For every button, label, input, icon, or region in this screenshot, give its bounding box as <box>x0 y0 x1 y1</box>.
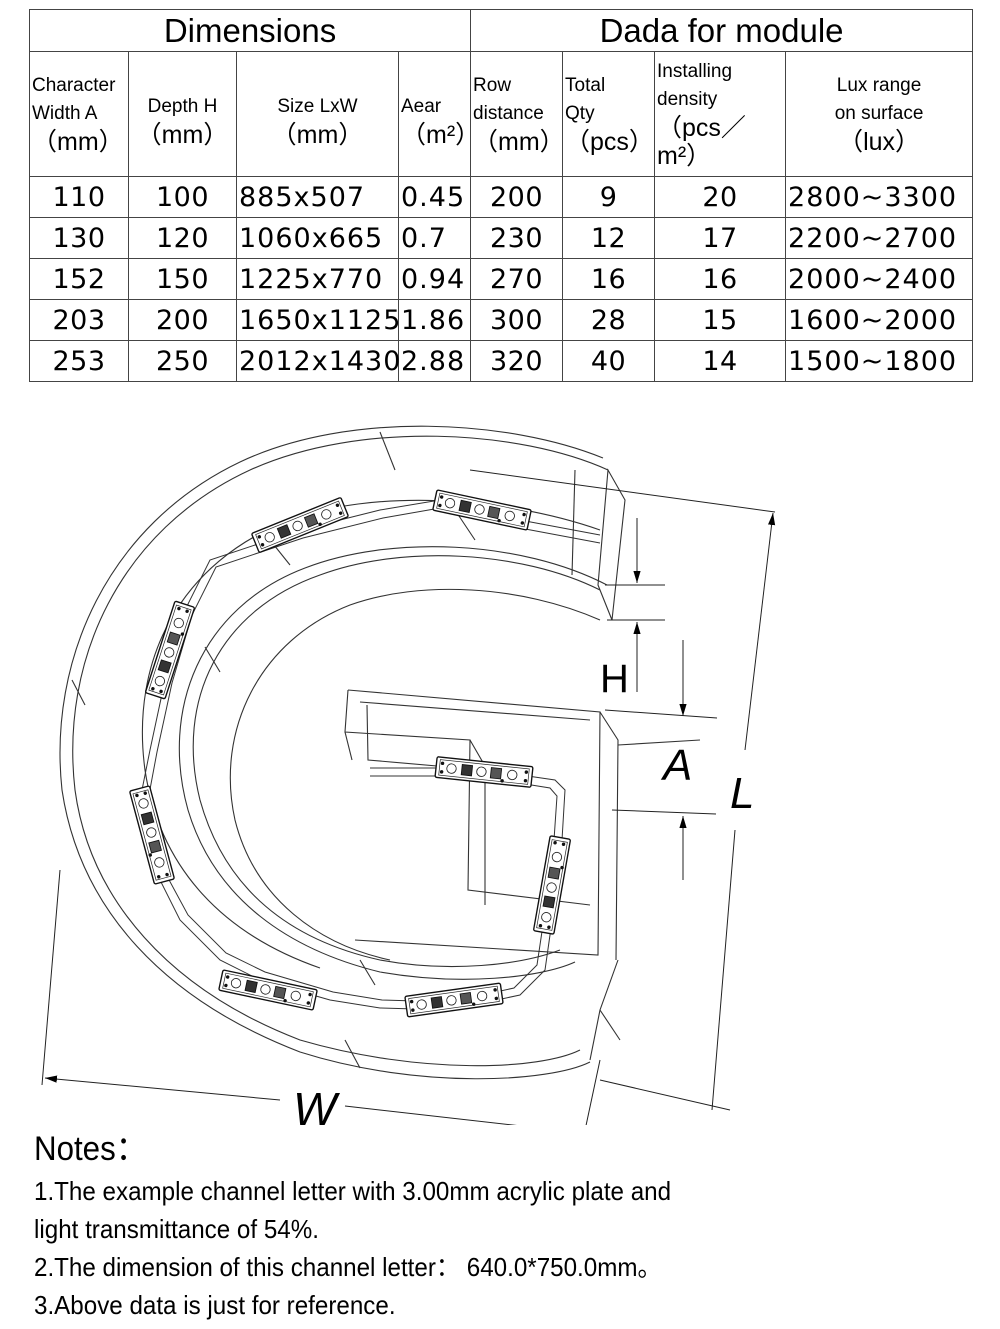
cell-depth: 120 <box>128 217 237 259</box>
cell-row-distance: 230 <box>470 217 564 259</box>
note-line: light transmittance of 54%. <box>34 1214 319 1244</box>
column-header-depth: Depth H （mm） <box>128 51 237 177</box>
group-header-module: Dada for module <box>470 9 974 52</box>
led-module <box>250 496 350 554</box>
cell-character-width: 253 <box>29 340 129 382</box>
table-row: 253 250 2012x1430 2.88 320 40 14 1500~18… <box>29 340 974 382</box>
dimension-label-w: W <box>293 1083 341 1125</box>
led-module <box>218 969 318 1011</box>
dimension-label-l: L <box>730 769 754 818</box>
table-row: 110 100 885x507 0.45 200 9 20 2800~3300 <box>29 176 974 218</box>
cell-total-qty: 12 <box>562 217 656 259</box>
led-module <box>144 600 196 700</box>
cell-depth: 250 <box>128 340 237 382</box>
led-module <box>404 982 504 1018</box>
wire-path <box>139 499 601 1011</box>
cell-size: 1650x1125 <box>236 299 400 341</box>
cell-lux-range: 2000~2400 <box>785 258 974 300</box>
cell-character-width: 130 <box>29 217 129 259</box>
cell-size: 2012x1430 <box>236 340 400 382</box>
channel-letter-drawing: H A L W <box>41 425 776 1125</box>
cell-depth: 150 <box>128 258 237 300</box>
dimension-label-a: A <box>660 741 692 790</box>
dimension-label-h: H <box>600 657 629 701</box>
column-header-total-qty: Total Qty （pcs） <box>562 51 656 177</box>
led-module <box>432 489 532 531</box>
dimension-lines <box>41 469 776 1125</box>
cell-character-width: 203 <box>29 299 129 341</box>
cell-row-distance: 270 <box>470 258 564 300</box>
column-header-lux-range: Lux range on surface （lux） <box>785 51 974 177</box>
note-line: 1.The example channel letter with 3.00mm… <box>34 1176 672 1206</box>
cell-area: 0.45 <box>397 176 472 218</box>
group-header-dimensions: Dimensions <box>28 9 472 52</box>
cell-size: 1060x665 <box>236 217 399 259</box>
cell-row-distance: 200 <box>470 176 564 218</box>
column-header-character-width: Character Width A （mm） <box>29 51 129 177</box>
group-header-row: Dimensions Dada for module <box>28 9 974 52</box>
cell-depth: 200 <box>128 299 237 341</box>
notes-section: Notes： 1.The example channel letter with… <box>34 1126 719 1324</box>
column-header-row-distance: Row distance （mm） <box>470 51 565 177</box>
notes-title: Notes： <box>34 1130 148 1168</box>
table-row: 130 120 1060x665 0.7 230 12 17 2200~2700 <box>29 217 974 259</box>
specification-table: Dimensions Dada for module Character Wid… <box>28 9 974 382</box>
cell-size: 1225x770 <box>236 258 399 300</box>
cell-character-width: 110 <box>29 176 129 218</box>
cell-character-width: 152 <box>29 258 129 300</box>
cell-row-distance: 300 <box>470 299 564 341</box>
column-header-installing-density: Installing density （pcs／m²） <box>654 51 787 177</box>
cell-area: 0.94 <box>397 258 472 300</box>
cell-lux-range: 2800~3300 <box>785 176 974 218</box>
cell-lux-range: 2200~2700 <box>785 217 974 259</box>
note-line: 3.Above data is just for reference. <box>34 1290 396 1320</box>
led-module <box>128 785 176 885</box>
cell-lux-range: 1500~1800 <box>785 340 974 382</box>
cell-installing-density: 15 <box>654 299 787 341</box>
column-header-row: Character Width A （mm） Depth H （mm） Size… <box>29 51 974 177</box>
cell-row-distance: 320 <box>470 340 564 382</box>
cell-installing-density: 16 <box>654 258 787 300</box>
table-row: 203 200 1650x1125 1.86 300 28 15 1600~20… <box>29 299 974 341</box>
cell-area: 1.86 <box>397 299 472 341</box>
cell-total-qty: 40 <box>562 340 656 382</box>
cell-size: 885x507 <box>236 176 399 218</box>
letter-g-outline <box>59 425 701 1080</box>
cell-total-qty: 16 <box>562 258 656 300</box>
cell-lux-range: 1600~2000 <box>785 299 974 341</box>
led-module <box>434 756 534 788</box>
column-header-area: Aear （m²） <box>397 51 480 177</box>
cell-area: 2.88 <box>397 340 472 382</box>
table-row: 152 150 1225x770 0.94 270 16 16 2000~240… <box>29 258 974 300</box>
cell-total-qty: 28 <box>562 299 656 341</box>
cell-depth: 100 <box>128 176 237 218</box>
led-module <box>532 835 572 935</box>
cell-installing-density: 20 <box>654 176 787 218</box>
cell-total-qty: 9 <box>562 176 656 218</box>
cell-area: 0.7 <box>397 217 472 259</box>
cell-installing-density: 14 <box>654 340 787 382</box>
cell-installing-density: 17 <box>654 217 787 259</box>
note-line: 2.The dimension of this channel letter： … <box>34 1252 662 1282</box>
column-header-size: Size LxW （mm） <box>236 51 399 177</box>
